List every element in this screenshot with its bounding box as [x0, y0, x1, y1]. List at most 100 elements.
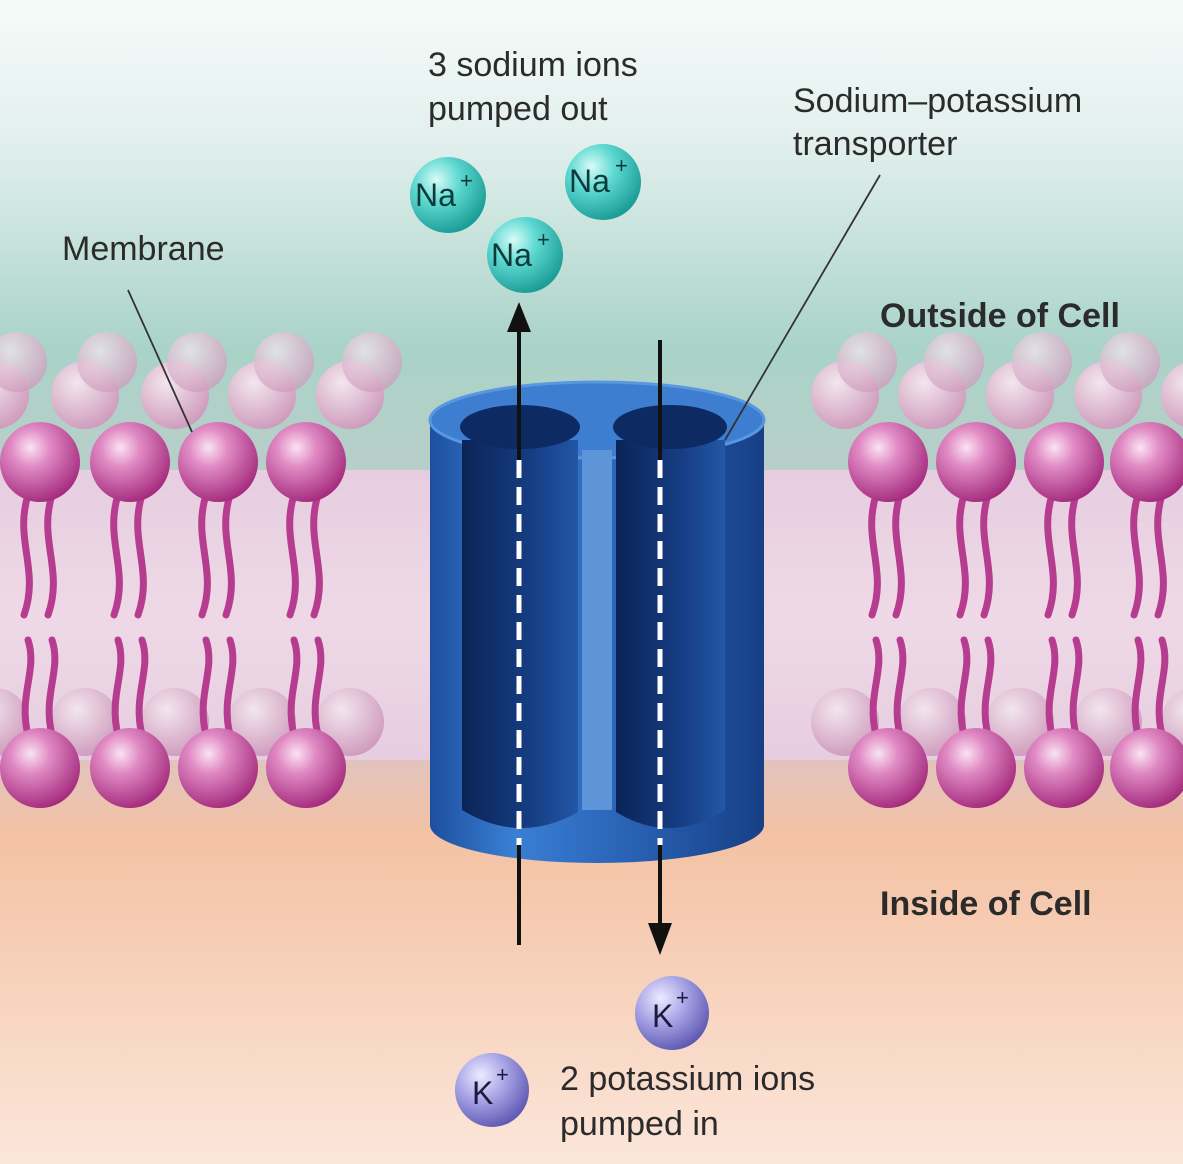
phospholipid-head: [1024, 422, 1104, 502]
phospholipid-head: [848, 422, 928, 502]
svg-text:+: +: [460, 168, 473, 193]
phospholipid-head: [1110, 728, 1183, 808]
sodium-ion-symbol: Na: [415, 177, 456, 213]
sodium-ion-symbol: Na: [491, 237, 532, 273]
phospholipid-head: [936, 728, 1016, 808]
phospholipid-tail: [45, 636, 59, 739]
phospholipid-tail: [310, 491, 323, 619]
sodium-out-arrow: [507, 302, 531, 945]
membrane-tails: [20, 491, 1169, 739]
phospholipid-head: [90, 728, 170, 808]
potassium-label-line1: 2 potassium ions: [560, 1060, 815, 1098]
phospholipid-tail: [892, 491, 905, 619]
sodium-label-line2: pumped out: [428, 90, 608, 128]
phospholipid-head: [90, 422, 170, 502]
phospholipid-head-back: [1100, 332, 1160, 392]
inside-cell-label: Inside of Cell: [880, 885, 1092, 923]
phospholipid-tail: [198, 491, 211, 619]
phospholipid-tail: [311, 636, 325, 739]
phospholipid-tail: [1044, 491, 1057, 619]
svg-text:Na: Na: [569, 163, 610, 199]
phospholipid-tail: [199, 636, 213, 739]
phospholipid-head: [266, 422, 346, 502]
phospholipid-tail: [869, 636, 883, 739]
phospholipid-tail: [134, 491, 147, 619]
phospholipid-head: [0, 422, 80, 502]
phospholipid-tail: [44, 491, 57, 619]
potassium-ion-symbol: K: [472, 1075, 493, 1111]
sodium-potassium-transporter: [428, 380, 766, 863]
phospholipid-head: [178, 422, 258, 502]
phospholipid-tail: [1130, 491, 1143, 619]
sodium-ion: Na +: [487, 217, 563, 293]
phospholipid-tail: [1069, 636, 1083, 739]
phospholipid-head-back: [51, 688, 119, 756]
svg-text:+: +: [537, 227, 550, 252]
phospholipid-head-back: [924, 332, 984, 392]
phospholipid-head-back: [254, 332, 314, 392]
potassium-ion-symbol: K: [652, 998, 673, 1034]
svg-text:Na: Na: [491, 237, 532, 273]
svg-text:K: K: [652, 998, 673, 1034]
sodium-ion-symbol: Na: [569, 163, 610, 199]
membrane-bottom-heads: [0, 728, 1183, 808]
outside-cell-label: Outside of Cell: [880, 297, 1120, 335]
phospholipid-tail: [893, 636, 907, 739]
sodium-ion-charge: +: [615, 153, 628, 178]
phospholipid-tail: [981, 636, 995, 739]
phospholipid-head-back: [342, 332, 402, 392]
transporter-leader-line: [724, 174, 881, 441]
membrane-label: Membrane: [62, 230, 225, 268]
phospholipid-tail: [1045, 636, 1059, 739]
phospholipid-head: [266, 728, 346, 808]
phospholipid-tail: [957, 636, 971, 739]
phospholipid-head-back: [0, 332, 47, 392]
phospholipid-tail: [222, 491, 235, 619]
sodium-ion: Na +: [565, 144, 641, 220]
phospholipid-head-back: [837, 332, 897, 392]
phospholipid-tail: [980, 491, 993, 619]
potassium-ion-charge: +: [496, 1062, 509, 1087]
membrane-top-heads: [0, 422, 1183, 502]
phospholipid-tail: [21, 636, 35, 739]
svg-text:+: +: [615, 153, 628, 178]
phospholipid-tail: [1068, 491, 1081, 619]
phospholipid-head: [0, 728, 80, 808]
transporter-label-line1: Sodium–potassium: [793, 82, 1082, 120]
phospholipid-head-back: [1012, 332, 1072, 392]
phospholipid-head: [1110, 422, 1183, 502]
phospholipid-tail: [287, 636, 301, 739]
potassium-ion: K +: [635, 976, 709, 1050]
phospholipid-tail: [135, 636, 149, 739]
sodium-ion-charge: +: [537, 227, 550, 252]
right-channel-cutaway: [616, 440, 725, 829]
potassium-ion: K +: [455, 1053, 529, 1127]
svg-text:+: +: [676, 985, 689, 1010]
svg-text:Na: Na: [415, 177, 456, 213]
phospholipid-tail: [1155, 636, 1169, 739]
phospholipid-tail: [110, 491, 123, 619]
phospholipid-tail: [1154, 491, 1167, 619]
phospholipid-tail: [223, 636, 237, 739]
phospholipid-tail: [286, 491, 299, 619]
phospholipid-head-back: [77, 332, 137, 392]
potassium-label-line2: pumped in: [560, 1105, 719, 1143]
sodium-label-line1: 3 sodium ions: [428, 46, 638, 84]
right-channel-opening: [613, 405, 727, 449]
phospholipid-tail: [111, 636, 125, 739]
membrane-leader-line: [127, 289, 193, 433]
phospholipid-head: [936, 422, 1016, 502]
potassium-ion-charge: +: [676, 985, 689, 1010]
phospholipid-head: [1024, 728, 1104, 808]
svg-text:+: +: [496, 1062, 509, 1087]
phospholipid-tail: [20, 491, 33, 619]
sodium-ion-charge: +: [460, 168, 473, 193]
phospholipid-head-back: [1161, 363, 1183, 427]
sodium-ion: Na +: [410, 157, 486, 233]
svg-text:K: K: [472, 1075, 493, 1111]
phospholipid-tail: [1131, 636, 1145, 739]
transporter-divider: [582, 450, 612, 810]
phospholipid-head: [848, 728, 928, 808]
potassium-in-arrow: [648, 340, 672, 955]
